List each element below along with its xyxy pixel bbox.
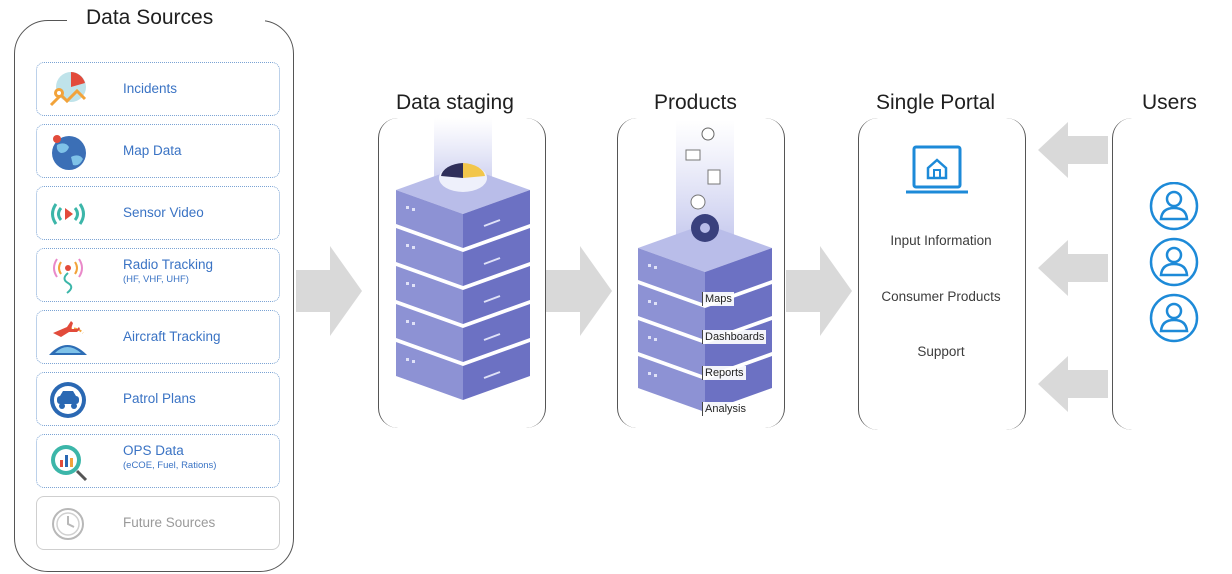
products-heading: Products: [648, 91, 743, 115]
product-analysis[interactable]: Analysis: [702, 402, 748, 416]
flow-arrow-icon: [546, 246, 612, 336]
source-label: Future Sources: [123, 515, 216, 530]
source-label: Sensor Video: [123, 205, 204, 220]
source-title: OPS Data: [123, 443, 184, 458]
source-label: Patrol Plans: [123, 391, 196, 406]
source-label: Map Data: [123, 143, 182, 158]
source-ops-data[interactable]: OPS Data (eCOE, Fuel, Rations): [36, 434, 280, 488]
source-patrol-plans[interactable]: Patrol Plans: [36, 372, 280, 426]
source-aircraft-tracking[interactable]: Aircraft Tracking: [36, 310, 280, 364]
radio-tracking-icon: [53, 258, 83, 294]
source-label: OPS Data (eCOE, Fuel, Rations): [123, 443, 216, 471]
patrol-vehicle-icon: [50, 382, 86, 418]
source-map-data[interactable]: Map Data: [36, 124, 280, 178]
users-group: [1149, 182, 1199, 343]
user-icon: [1149, 182, 1199, 231]
flow-arrow-icon: [786, 246, 852, 336]
source-incidents[interactable]: Incidents: [36, 62, 280, 116]
source-subtitle: (eCOE, Fuel, Rations): [123, 460, 217, 471]
products-panel: [617, 118, 785, 428]
source-label: Radio Tracking (HF, VHF, UHF): [123, 257, 213, 285]
portal-consumer-products[interactable]: Consumer Products: [881, 289, 1001, 304]
product-maps[interactable]: Maps: [702, 292, 734, 306]
data-staging-panel: [378, 118, 546, 428]
data-sources-heading: Data Sources: [80, 6, 220, 30]
globe-map-icon: [52, 135, 86, 170]
source-label: Incidents: [123, 81, 178, 96]
source-title: Radio Tracking: [123, 257, 214, 272]
user-icon: [1149, 293, 1199, 343]
users-heading: Users: [1136, 91, 1203, 115]
ops-chart-icon: [51, 445, 88, 482]
sensor-signal-icon: [51, 203, 85, 225]
aircraft-icon: [49, 321, 87, 355]
product-dashboards[interactable]: Dashboards: [702, 330, 767, 344]
laptop-home-icon: [906, 145, 968, 194]
source-sensor-video[interactable]: Sensor Video: [36, 186, 280, 240]
product-reports[interactable]: Reports: [702, 366, 746, 380]
single-portal-panel: [858, 118, 1026, 430]
future-clock-icon: [52, 508, 84, 540]
user-arrow-icon: [1038, 122, 1108, 178]
incident-map-icon: [49, 72, 87, 107]
single-portal-heading: Single Portal: [870, 91, 1002, 115]
user-arrow-icon: [1038, 356, 1108, 412]
portal-support[interactable]: Support: [917, 344, 965, 359]
products-server-stack-icon: [638, 120, 772, 412]
staging-server-stack-icon: [396, 118, 530, 400]
source-subtitle: (HF, VHF, UHF): [123, 274, 189, 285]
source-radio-tracking[interactable]: Radio Tracking (HF, VHF, UHF): [36, 248, 280, 302]
source-future-sources[interactable]: Future Sources: [36, 496, 280, 550]
source-label: Aircraft Tracking: [123, 329, 221, 344]
portal-input-information[interactable]: Input Information: [890, 233, 992, 248]
flow-arrow-icon: [296, 246, 362, 336]
user-arrow-icon: [1038, 240, 1108, 296]
user-icon: [1149, 237, 1199, 287]
users-panel: [1112, 118, 1232, 430]
data-staging-heading: Data staging: [390, 91, 520, 115]
